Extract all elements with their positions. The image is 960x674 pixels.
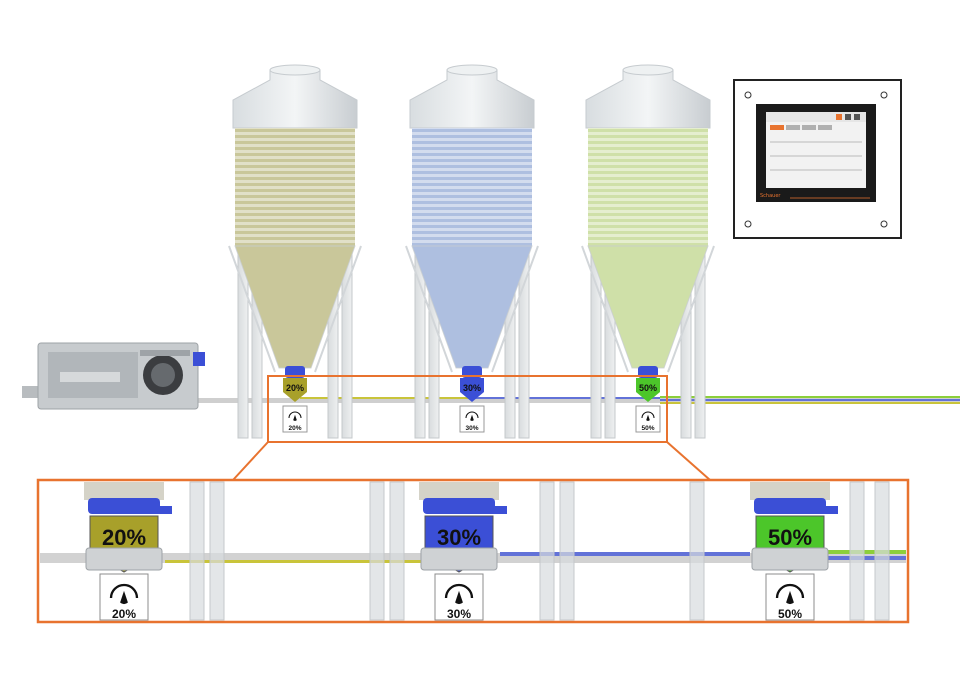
zoom-dosing-valve[interactable]: 50% xyxy=(765,573,815,621)
zoom-valve-percent-label: 30% xyxy=(447,607,471,621)
feed-mixer-machine xyxy=(22,342,205,410)
dosing-valve[interactable]: 30% xyxy=(459,405,485,433)
zoom-hopper-2[interactable]: 30% 30% xyxy=(419,482,507,621)
zoom-hopper-3[interactable]: 50% 50% xyxy=(750,482,838,621)
controller-brand: Schauer xyxy=(760,193,781,199)
feed-pipe xyxy=(195,396,960,404)
gauge-icon xyxy=(288,411,302,421)
dosing-valve[interactable]: 20% xyxy=(282,405,308,433)
gauge-icon xyxy=(444,583,474,605)
silos: 20% 20% 30% 30% 50% 50% xyxy=(228,64,715,439)
zoom-hopper-1[interactable]: 20% 20% xyxy=(84,482,172,621)
zoom-percent-label: 50% xyxy=(768,525,812,550)
gauge-icon xyxy=(465,411,479,421)
zoom-dosing-valve[interactable]: 20% xyxy=(99,573,149,621)
silo-2[interactable]: 30% 30% xyxy=(405,64,539,439)
zoom-dosing-valve[interactable]: 30% xyxy=(434,573,484,621)
zoom-percent-label: 20% xyxy=(102,525,146,550)
silo-percent-label: 50% xyxy=(639,383,657,393)
valve-percent-label: 50% xyxy=(641,425,654,432)
zoom-valve-percent-label: 20% xyxy=(112,607,136,621)
gauge-icon xyxy=(775,583,805,605)
gauge-icon xyxy=(641,411,655,421)
valve-percent-label: 30% xyxy=(465,425,478,432)
silo-percent-label: 20% xyxy=(286,383,304,393)
zoom-percent-label: 30% xyxy=(437,525,481,550)
zoom-inset: 20% 20% 30% 30% 50% 50% xyxy=(36,478,910,624)
silo-percent-label: 30% xyxy=(463,383,481,393)
touchscreen-controller[interactable]: Schauer xyxy=(733,79,902,239)
silo-1[interactable]: 20% 20% xyxy=(228,64,362,439)
gauge-icon xyxy=(109,583,139,605)
zoom-valve-percent-label: 50% xyxy=(778,607,802,621)
valve-percent-label: 20% xyxy=(288,425,301,432)
silo-3[interactable]: 50% 50% xyxy=(581,64,715,439)
highlight-box xyxy=(232,375,711,481)
dosing-valve[interactable]: 50% xyxy=(635,405,661,433)
